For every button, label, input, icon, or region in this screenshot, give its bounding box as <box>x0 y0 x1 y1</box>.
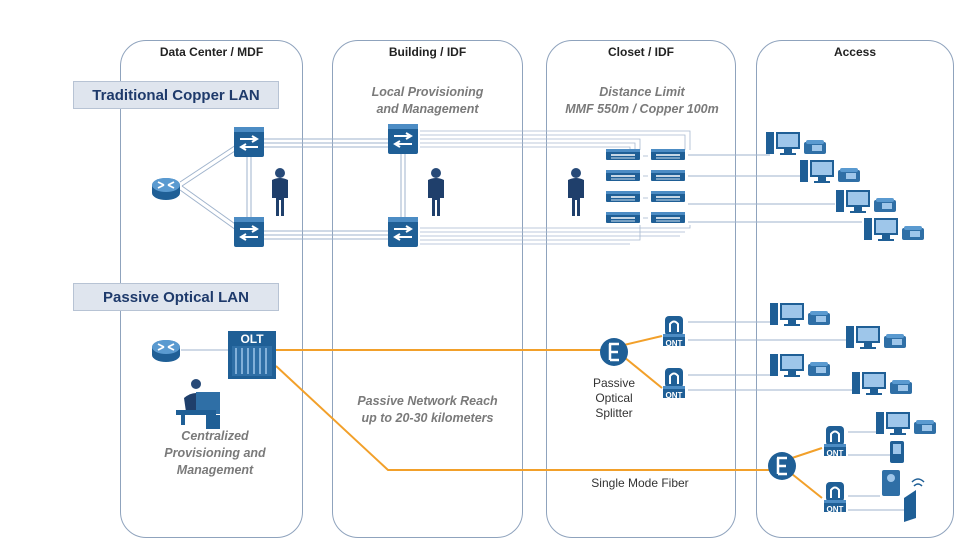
column-title: Building / IDF <box>388 45 467 59</box>
workstation-icon <box>852 372 912 395</box>
closet-switch-icon <box>650 211 686 224</box>
splitter-label-line: Splitter <box>595 406 633 420</box>
idf-switch-icon <box>387 123 419 155</box>
ont-label: ONT <box>826 505 844 514</box>
workstation-icon <box>800 160 860 183</box>
ont-label: ONT <box>826 449 844 458</box>
workstation-icon <box>864 218 924 241</box>
splitter-label: Passive Optical Splitter <box>576 376 652 421</box>
optical-router-icon <box>151 339 181 363</box>
closet-switch-icon <box>605 169 641 182</box>
note-line: MMF 550m / Copper 100m <box>565 102 719 116</box>
olt-icon <box>228 331 276 379</box>
section-copper-lan: Traditional Copper LAN <box>73 81 279 109</box>
wireless-access-point-icon <box>904 478 925 522</box>
note-line: Provisioning and <box>164 446 266 460</box>
note-line: Passive Network Reach <box>357 394 498 408</box>
note-line: Management <box>176 463 254 477</box>
core-switch-icon <box>233 216 265 248</box>
closet-switch-icon <box>650 169 686 182</box>
closet-switch-icon <box>605 211 641 224</box>
column-title: Data Center / MDF <box>159 45 264 59</box>
operator-desk-icon <box>176 379 220 429</box>
column-title: Access <box>833 45 877 59</box>
note-passive-reach: Passive Network Reach up to 20-30 kilome… <box>332 393 523 427</box>
note-centralized: Centralized Provisioning and Management <box>140 428 290 479</box>
workstation-icon <box>846 326 906 349</box>
note-line: up to 20-30 kilometers <box>361 411 494 425</box>
camera-icon <box>882 470 900 496</box>
workstation-icon <box>770 303 830 326</box>
note-line: Local Provisioning <box>371 85 484 99</box>
closet-switch-icon <box>605 190 641 203</box>
note-local-provisioning: Local Provisioning and Management <box>332 84 523 118</box>
closet-switch-icon <box>605 148 641 161</box>
splitter-label-line: Passive <box>592 376 636 390</box>
note-line: Centralized <box>181 429 249 443</box>
phone-icon <box>890 441 904 463</box>
optical-fiber-links <box>275 335 823 499</box>
copper-router-icon <box>151 177 181 201</box>
note-distance-limit: Distance Limit MMF 550m / Copper 100m <box>540 84 744 118</box>
core-switch-icon <box>233 126 265 158</box>
copper-router-links <box>179 144 239 231</box>
column-closet: Closet / IDF <box>546 40 736 538</box>
olt-label: OLT <box>240 332 264 346</box>
workstation-icon <box>766 132 826 155</box>
note-line: Distance Limit <box>599 85 685 99</box>
splitter-label-line: Optical <box>595 391 633 405</box>
idf-switch-icon <box>387 216 419 248</box>
copper-access-links <box>688 154 862 223</box>
optical-access-links <box>688 321 906 511</box>
fiber-label: Single Mode Fiber <box>591 476 689 490</box>
closet-switch-stack <box>605 148 686 224</box>
ont-label: ONT <box>665 391 683 400</box>
column-title: Closet / IDF <box>607 45 674 59</box>
ont-label: ONT <box>665 339 683 348</box>
technician-icon <box>272 168 288 216</box>
technician-icon <box>568 168 584 216</box>
splitter-icon <box>766 450 798 482</box>
workstation-icon <box>876 412 936 435</box>
section-passive-optical-lan: Passive Optical LAN <box>73 283 279 311</box>
technician-icon <box>428 168 444 216</box>
workstation-icon <box>836 190 896 213</box>
closet-switch-icon <box>650 148 686 161</box>
closet-switch-icon <box>650 190 686 203</box>
note-line: and Management <box>376 102 479 116</box>
column-building: Building / IDF <box>332 40 523 538</box>
copper-trunk-links <box>246 138 406 240</box>
splitter-icon <box>598 336 630 368</box>
workstation-icon <box>770 354 830 377</box>
copper-closet-links <box>420 130 691 245</box>
